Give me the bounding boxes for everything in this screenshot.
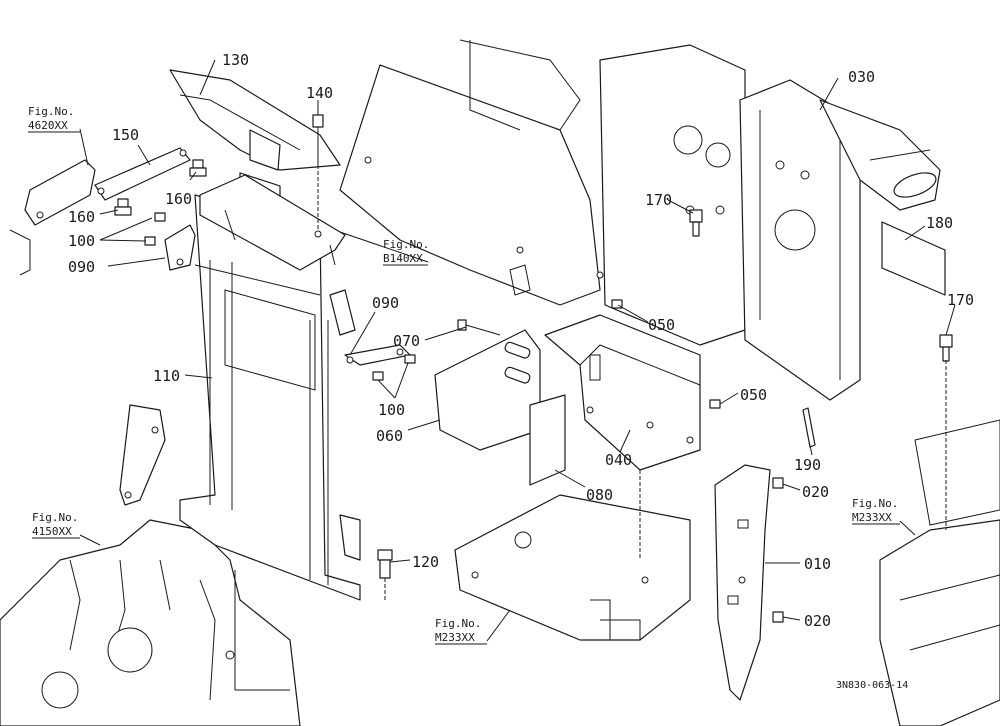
- callout-160-b: 160: [68, 208, 95, 226]
- svg-text:4150XX: 4150XX: [32, 525, 72, 538]
- dash-panel-center: [339, 39, 604, 306]
- part-150-arm: [94, 147, 191, 201]
- fig-ref-4150XX: Fig.No. 4150XX: [32, 511, 80, 539]
- part-110-column-frame: [119, 194, 361, 601]
- fig-ref-4620XX: Fig.No. 4620XX: [28, 105, 80, 133]
- svg-text:Fig.No.: Fig.No.: [435, 617, 481, 630]
- svg-text:M233XX: M233XX: [435, 631, 475, 644]
- svg-text:Fig.No.: Fig.No.: [28, 105, 74, 118]
- callout-130: 130: [222, 51, 249, 69]
- svg-text:Fig.No.: Fig.No.: [32, 511, 78, 524]
- bolt-020-a: [772, 477, 784, 489]
- callout-labels: 130 140 150 160 160 100 090 110 090 070 …: [68, 51, 974, 630]
- fender-panel-right: [879, 419, 1000, 726]
- callout-060: 060: [376, 427, 403, 445]
- svg-text:M233XX: M233XX: [852, 511, 892, 524]
- callout-050-b: 050: [740, 386, 767, 404]
- svg-text:B140XX: B140XX: [383, 252, 423, 265]
- fig-ref-M233XX-bottom: Fig.No. M233XX: [435, 617, 487, 645]
- transmission-housing-left: [0, 519, 301, 726]
- linkage-plate-left: [9, 159, 96, 276]
- callout-170-a: 170: [645, 191, 672, 209]
- callout-040: 040: [605, 451, 632, 469]
- part-080-plate: [529, 394, 566, 486]
- part-180-label: [881, 221, 946, 296]
- callout-190: 190: [794, 456, 821, 474]
- callout-090-b: 090: [372, 294, 399, 312]
- callout-100-b: 100: [378, 401, 405, 419]
- bolt-160-b: [114, 198, 132, 216]
- bolt-100-c: [372, 371, 384, 381]
- svg-text:4620XX: 4620XX: [28, 119, 68, 132]
- callout-080: 080: [586, 486, 613, 504]
- part-190-pin: [802, 407, 816, 448]
- callout-110: 110: [153, 367, 180, 385]
- part-060-shield: [434, 329, 541, 451]
- bolt-020-b: [772, 611, 784, 623]
- callout-010: 010: [804, 555, 831, 573]
- callout-140: 140: [306, 84, 333, 102]
- callout-050-a: 050: [648, 316, 675, 334]
- bolt-100-d: [404, 354, 416, 364]
- bolt-070: [457, 319, 501, 336]
- bolt-120: [377, 549, 393, 579]
- bolt-050-b: [709, 399, 721, 409]
- svg-text:Fig.No.: Fig.No.: [852, 497, 898, 510]
- callout-070: 070: [393, 332, 420, 350]
- part-090-link-upper: [164, 224, 196, 271]
- bolt-100-a: [154, 212, 166, 222]
- part-030-main-frame: [599, 44, 941, 401]
- callout-160-a: 160: [165, 190, 192, 208]
- callout-090-a: 090: [68, 258, 95, 276]
- bolt-100-b: [144, 236, 156, 246]
- bolt-160-a: [189, 159, 207, 177]
- drawing-code: 3N830-063-14: [836, 680, 908, 691]
- floor-plate-center: [454, 494, 691, 641]
- part-010-side-plate: [714, 464, 771, 701]
- callout-100-a: 100: [68, 232, 95, 250]
- callout-020-b: 020: [804, 612, 831, 630]
- bolt-050-a: [611, 299, 623, 309]
- fig-ref-B140XX: Fig.No. B140XX: [383, 238, 429, 266]
- leader-lines: [79, 59, 956, 642]
- callout-180: 180: [926, 214, 953, 232]
- callout-170-b: 170: [947, 291, 974, 309]
- figure-references: Fig.No. 4620XX Fig.No. B140XX Fig.No. 41…: [28, 105, 900, 645]
- svg-text:Fig.No.: Fig.No.: [383, 238, 429, 251]
- callout-150: 150: [112, 126, 139, 144]
- callout-030: 030: [848, 68, 875, 86]
- bolt-170-b: [939, 334, 953, 362]
- column-top-plate: [199, 174, 346, 271]
- callout-020-a: 020: [802, 483, 829, 501]
- fig-ref-M233XX-right: Fig.No. M233XX: [852, 497, 900, 525]
- part-040-bracket: [544, 314, 701, 471]
- callout-120: 120: [412, 553, 439, 571]
